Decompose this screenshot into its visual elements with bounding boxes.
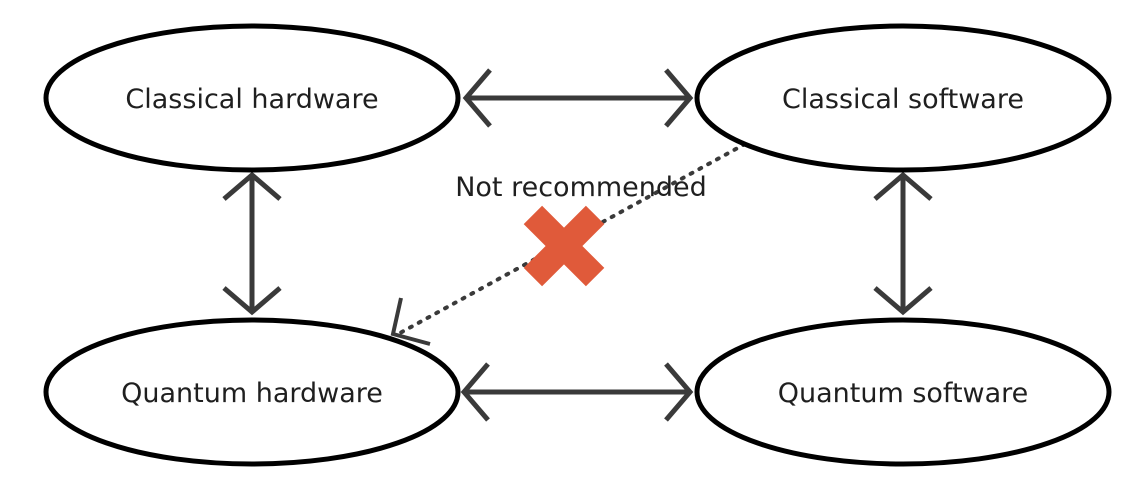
node-classical-hardware: Classical hardware bbox=[43, 23, 461, 173]
edge-quantum-hardware-quantum-software bbox=[460, 362, 694, 422]
node-label-quantum-hardware: Quantum hardware bbox=[121, 378, 383, 409]
node-label-quantum-software: Quantum software bbox=[778, 378, 1029, 409]
node-classical-software: Classical software bbox=[694, 23, 1112, 173]
edge-classical-software-quantum-software bbox=[873, 171, 933, 316]
edge-classical-software-quantum-hardware-dotted bbox=[390, 142, 747, 346]
x-mark-icon bbox=[523, 205, 605, 287]
edge-classical-hardware-classical-software bbox=[462, 68, 694, 128]
node-label-classical-hardware: Classical hardware bbox=[125, 84, 378, 115]
node-label-classical-software: Classical software bbox=[782, 84, 1024, 115]
node-quantum-hardware: Quantum hardware bbox=[43, 317, 461, 467]
node-quantum-software: Quantum software bbox=[694, 317, 1112, 467]
not-recommended-label: Not recommended bbox=[455, 172, 707, 203]
edge-classical-hardware-quantum-hardware bbox=[222, 171, 282, 316]
